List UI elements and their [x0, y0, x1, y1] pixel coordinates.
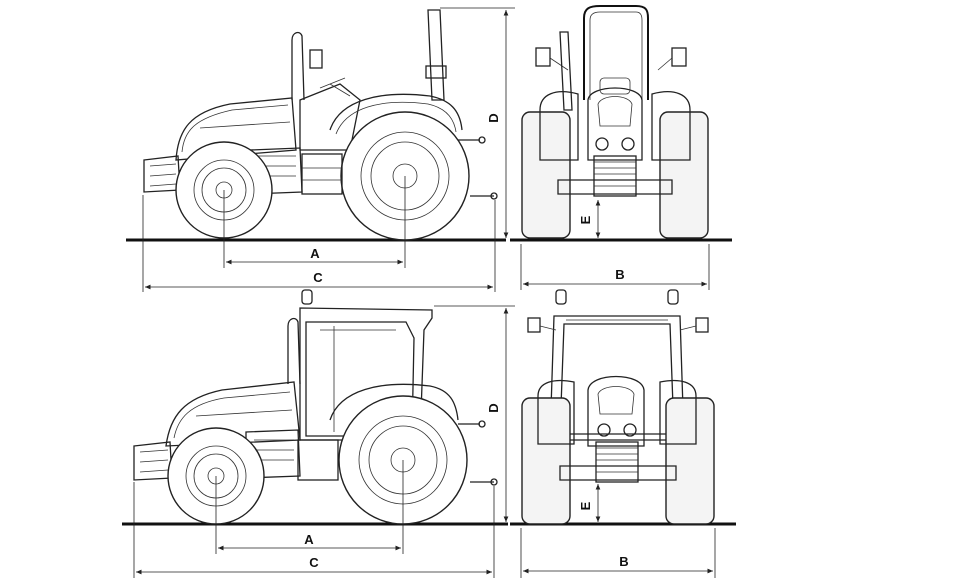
label-a-bottom: A	[304, 532, 314, 547]
label-b: B	[615, 267, 624, 282]
cab-side-dimensions: A C D	[133, 305, 515, 578]
label-e: E	[578, 215, 593, 224]
cab-side-view	[122, 289, 508, 526]
label-d: D	[486, 113, 501, 122]
label-b-bottom: B	[619, 554, 628, 569]
rops-front-dimensions: B	[520, 244, 710, 290]
rops-side-view	[126, 9, 506, 242]
cab-front-view: E	[510, 289, 736, 526]
cab-front-dimensions: B	[520, 528, 716, 578]
rops-side-dimensions: A C D	[142, 7, 515, 292]
label-c-bottom: C	[309, 555, 319, 570]
label-e-bottom: E	[578, 501, 593, 510]
label-a: A	[310, 246, 320, 261]
label-d-bottom: D	[486, 403, 501, 412]
label-c: C	[313, 270, 323, 285]
rops-front-view: E	[510, 5, 732, 242]
